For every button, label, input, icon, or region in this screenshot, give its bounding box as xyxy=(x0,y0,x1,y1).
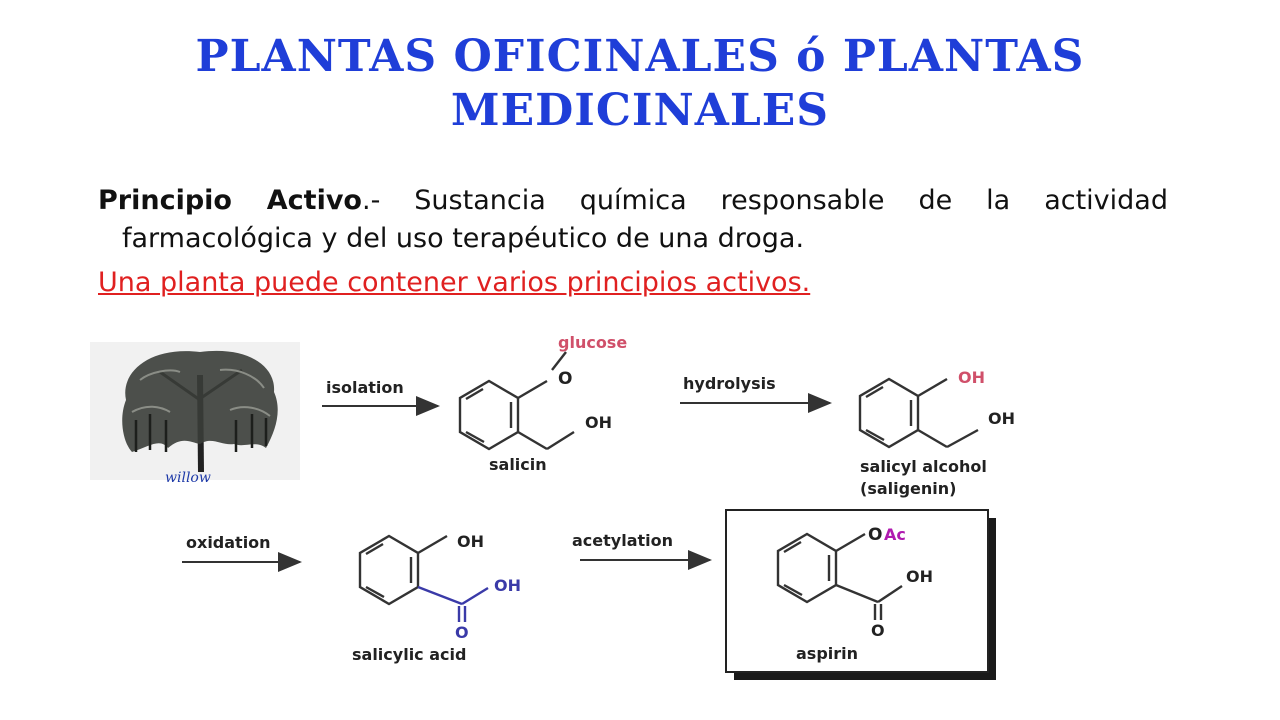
aspirin-box: O Ac OH O aspirin xyxy=(725,509,996,680)
salicylic-acid-structure: OH OH O salicylic acid xyxy=(352,532,521,664)
aspirin-name: aspirin xyxy=(796,644,858,663)
salicyl-alcohol-oh2: OH xyxy=(988,409,1015,428)
salicin-structure: glucose O OH salicin xyxy=(458,333,627,474)
title-line-2: MEDICINALES xyxy=(450,85,830,136)
salicyl-alcohol-name: salicyl alcohol xyxy=(860,457,987,476)
salicyl-alcohol-oh1: OH xyxy=(958,368,985,387)
salicin-glucose: glucose xyxy=(558,333,627,352)
slide-body: Principio Activo.- Sustancia química res… xyxy=(98,182,1168,302)
step-oxidation-label: oxidation xyxy=(186,533,271,552)
slide-title: PLANTAS OFICINALES ó PLANTAS MEDICINALES xyxy=(0,30,1280,138)
definition-paragraph: Principio Activo.- Sustancia química res… xyxy=(98,182,1168,258)
salicylic-acid-oh2: OH xyxy=(494,576,521,595)
definition-text: .- Sustancia química responsable de la a… xyxy=(122,185,1168,254)
step-acetylation-label: acetylation xyxy=(572,531,673,550)
salicylic-acid-name: salicylic acid xyxy=(352,645,466,664)
definition-term: Principio Activo xyxy=(98,185,362,216)
step-isolation-label: isolation xyxy=(326,378,404,397)
note-text: Una planta puede contener varios princip… xyxy=(98,267,811,298)
salicyl-alcohol-name2: (saligenin) xyxy=(860,479,956,498)
salicylic-acid-oh1: OH xyxy=(457,532,484,551)
step-hydrolysis-label: hydrolysis xyxy=(683,374,776,393)
aspirin-ac: Ac xyxy=(884,525,906,544)
aspirin-o: O xyxy=(868,525,882,545)
aspirin-co: O xyxy=(871,621,885,640)
salicin-o: O xyxy=(558,369,572,389)
aspirin-oh: OH xyxy=(906,567,933,586)
salicin-name: salicin xyxy=(489,455,547,474)
title-line-1: PLANTAS OFICINALES ó PLANTAS xyxy=(195,31,1085,82)
salicyl-alcohol-structure: OH OH salicyl alcohol (saligenin) xyxy=(858,368,1015,498)
salicin-oh: OH xyxy=(585,413,612,432)
willow-caption: willow xyxy=(165,470,211,486)
willow-tree-image: willow xyxy=(90,342,300,486)
salicylic-acid-o: O xyxy=(455,623,469,642)
